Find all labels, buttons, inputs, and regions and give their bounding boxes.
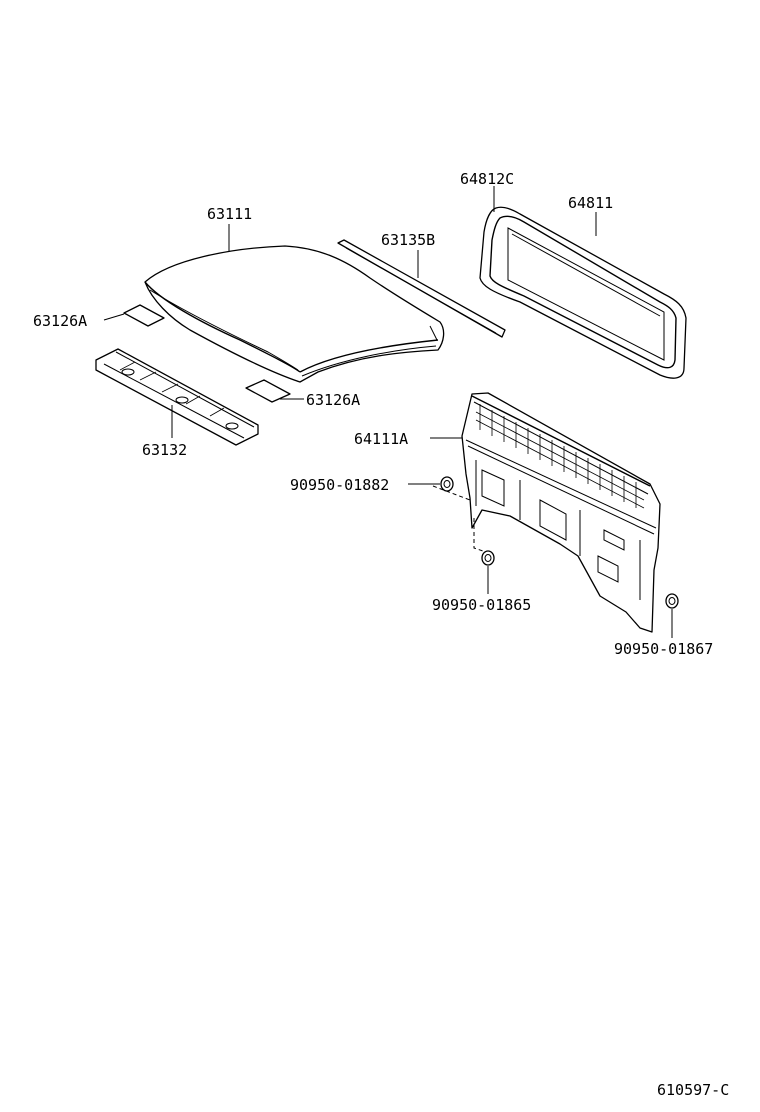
install-line-plug-b [473, 518, 487, 553]
label-63126A-right: 63126A [306, 391, 360, 409]
roof-panel [144, 245, 445, 383]
roof-header-piece-right [245, 379, 291, 403]
label-64811: 64811 [568, 194, 613, 212]
back-window-glass [507, 227, 665, 361]
figure-code: 610597-C [657, 1081, 729, 1099]
label-63132: 63132 [142, 441, 187, 459]
back-panel [461, 392, 661, 633]
roof-header-piece-left [123, 304, 165, 327]
leader-63126A-left [103, 313, 125, 321]
label-64111A: 64111A [354, 430, 408, 448]
label-90950-01865: 90950-01865 [432, 596, 531, 614]
label-63135B: 63135B [381, 231, 435, 249]
roof-brace [95, 348, 259, 446]
drip-rail [337, 239, 506, 338]
label-63111: 63111 [207, 205, 252, 223]
label-90950-01867: 90950-01867 [614, 640, 713, 658]
label-90950-01882: 90950-01882 [290, 476, 389, 494]
label-64812C: 64812C [460, 170, 514, 188]
plug-b [481, 550, 495, 566]
back-window-weatherstrip [479, 206, 687, 379]
plug-a [440, 476, 454, 492]
label-63126A-left: 63126A [33, 312, 87, 330]
plug-c [665, 593, 679, 609]
